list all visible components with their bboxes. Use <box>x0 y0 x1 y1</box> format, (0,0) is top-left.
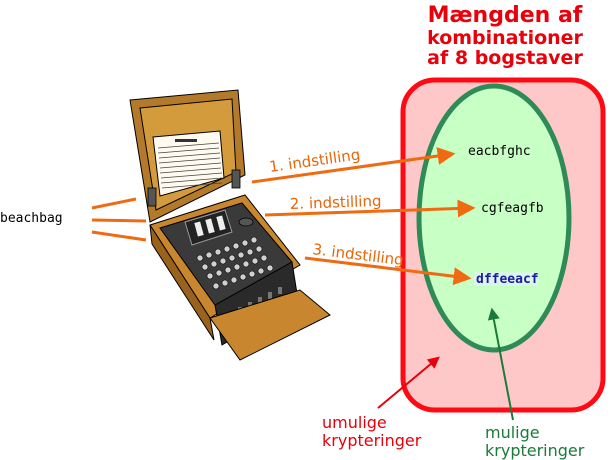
title-line-3: af 8 bogstaver <box>427 47 583 69</box>
output-word-2: cgfeagfb <box>481 201 544 216</box>
possible-encryptions-set <box>416 83 572 353</box>
output-word-3-highlight <box>474 272 538 286</box>
setting-arrow-2: 2. indstilling <box>264 192 476 218</box>
setting-label-1: 1. indstilling <box>268 145 361 176</box>
output-word-1: eacbfghc <box>468 144 531 159</box>
input-word: beachbag <box>0 211 63 226</box>
impossible-pointer-arrow <box>377 356 440 409</box>
enigma-machine-illustration <box>129 89 331 361</box>
title-line-1: Mængden af <box>428 3 583 28</box>
title-line-2: kombinationer <box>427 27 583 49</box>
possible-pointer-arrow <box>487 307 514 421</box>
output-word-3: dffeeacf <box>476 272 539 287</box>
impossible-label-line-1: umulige <box>322 413 387 432</box>
set-title: Mængden af kombinationer af 8 bogstaver <box>427 3 583 69</box>
impossible-label-line-2: krypteringer <box>322 431 422 450</box>
possible-label-line-2: krypteringer <box>485 441 585 460</box>
possible-label-line-1: mulige <box>485 423 540 442</box>
setting-label-2: 2. indstilling <box>290 192 382 213</box>
input-lines <box>91 197 147 242</box>
